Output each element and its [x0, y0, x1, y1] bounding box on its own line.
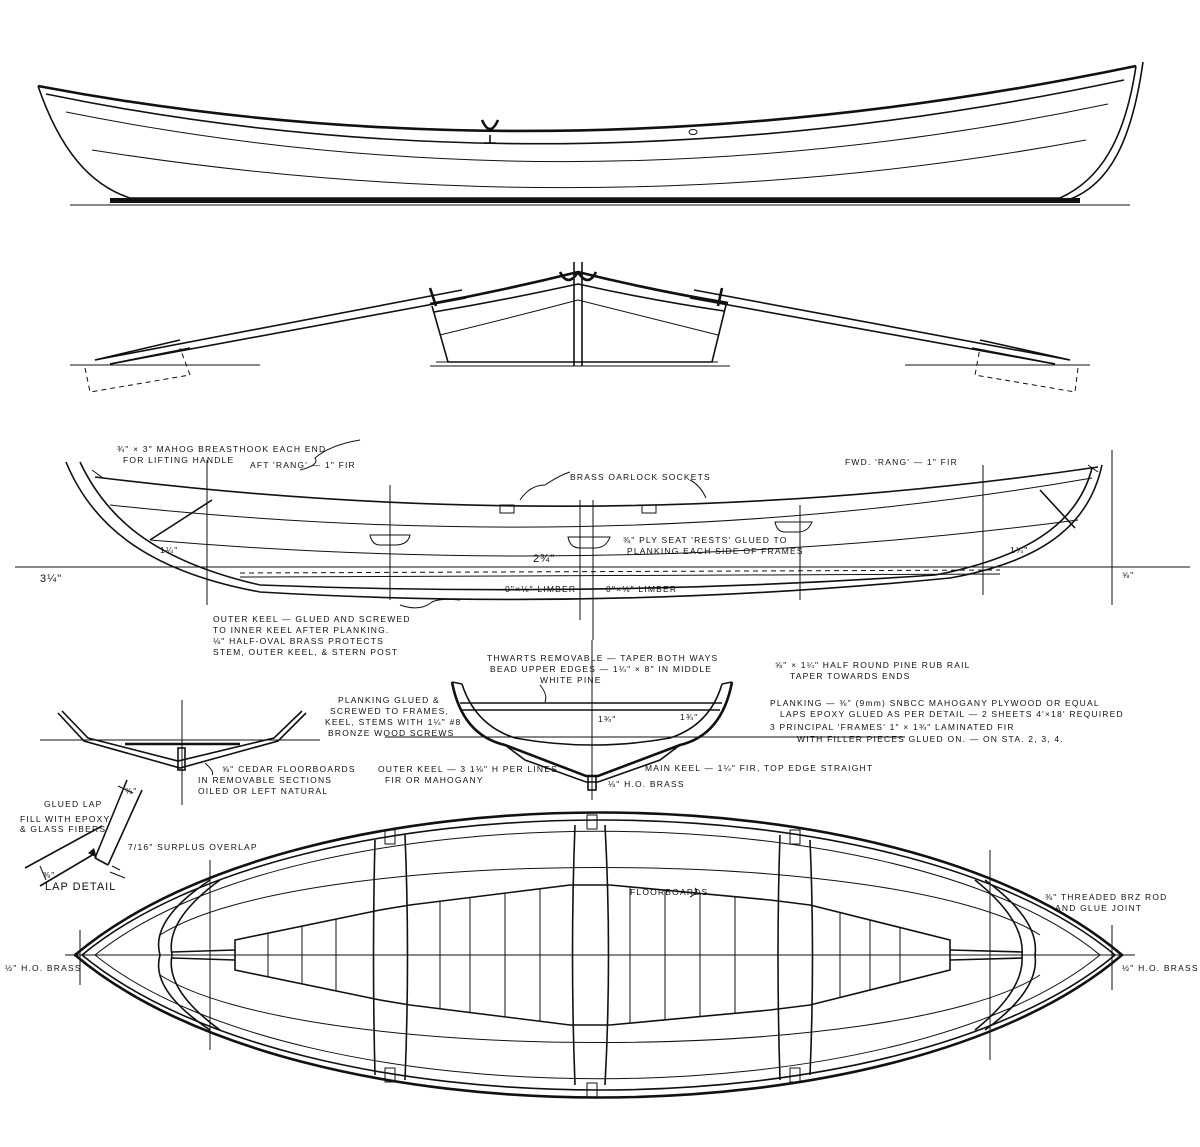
planking-label-2: LAPS EPOXY GLUED AS PER DETAIL — 2 SHEET… [780, 709, 1124, 719]
planking-label-1: PLANKING — ⅜" (9mm) SNBCC MAHOGANY PLYWO… [770, 698, 1100, 708]
rod-label-1: ⅜" THREADED BRZ ROD [1045, 892, 1167, 902]
waterline-shadow [110, 198, 1080, 203]
breasthook-label-1: ¾" × 3" MAHOG BREASTHOOK EACH END [117, 444, 326, 454]
right-oar [689, 289, 1071, 365]
oarlock-socket [688, 129, 698, 135]
seat-rest [567, 536, 611, 549]
oarlock-icon [480, 119, 500, 144]
outer-keel-label-2: TO INNER KEEL AFTER PLANKING. [213, 625, 390, 635]
seat-rests-label-2: PLANKING EACH SIDE OF FRAMES [627, 546, 804, 556]
planking-glued-label-4: BRONZE WOOD SCREWS [328, 728, 454, 738]
dim-fwd-rise: ⅝" [1122, 570, 1135, 580]
surplus-label: 7/16" SURPLUS OVERLAP [128, 842, 258, 852]
floorboards-label-1: ⅝" CEDAR FLOORBOARDS [222, 764, 356, 774]
fwd-rang-label: FWD. 'RANG' — 1" FIR [845, 457, 958, 467]
midship-section [385, 640, 905, 800]
aft-breasthook [157, 879, 211, 1031]
seat-rest [369, 534, 411, 546]
outer-keel [587, 775, 597, 791]
sheer-line [37, 64, 1137, 133]
floor-section [40, 700, 320, 805]
floorboards-label-3: OILED OR LEFT NATURAL [198, 786, 328, 796]
seat-rests-label-1: ⅜" PLY SEAT 'RESTS' GLUED TO [623, 535, 788, 545]
oarlock-socket [641, 504, 657, 514]
thwarts-label-1: THWARTS REMOVABLE — TAPER BOTH WAYS [487, 653, 718, 663]
outer-stem-keel [65, 461, 951, 601]
fwd-breasthook [984, 879, 1037, 1031]
fill-label-2: & GLASS FIBERS [20, 824, 106, 834]
rub-rail-label-2: TAPER TOWARDS ENDS [790, 671, 910, 681]
fwd-rang [1039, 489, 1076, 529]
sheer [94, 466, 1099, 507]
aft-brass-label: ½" H.O. BRASS [5, 963, 82, 973]
main-keel-label: MAIN KEEL — 1¼" FIR, TOP EDGE STRAIGHT [645, 763, 873, 773]
thwart-fwd [777, 834, 814, 1081]
aft-rang-label: AFT 'RANG' — 1" FIR [250, 460, 356, 470]
left-oar [94, 289, 467, 365]
thwarts-label-3: WHITE PINE [540, 675, 602, 685]
thwart-aft [372, 834, 409, 1081]
breasthook [1087, 464, 1099, 473]
planking-glued-label-2: SCREWED TO FRAMES, [330, 706, 449, 716]
floorboards-label-2: IN REMOVABLE SECTIONS [198, 775, 332, 785]
fwd-stem [949, 464, 1103, 579]
glued-lap-label: GLUED LAP [44, 799, 103, 809]
rod-label-2: AND GLUE JOINT [1055, 903, 1142, 913]
outer-keel-label-3: ⅛" HALF-OVAL BRASS PROTECTS [213, 636, 384, 646]
fill-label-1: FILL WITH EPOXY [20, 814, 110, 824]
floorboards [234, 884, 951, 1026]
oarlock-icon [558, 271, 598, 282]
dim-upper: ⅜" [125, 786, 138, 796]
breasthook [91, 469, 104, 479]
stem [1059, 65, 1137, 199]
left-oarlock [428, 287, 438, 307]
dim-fwd-stem: 1¼" [1010, 545, 1028, 555]
floorboard-seams [267, 887, 901, 1023]
frames-label-1: 3 PRINCIPAL 'FRAMES' 1" × 1¾" LAMINATED … [770, 722, 1015, 732]
thwarts-label-2: BEAD UPPER EDGES — 1¼" × 8" IN MIDDLE [490, 664, 712, 674]
outer-keel-label-4: STEM, OUTER KEEL, & STERN POST [213, 647, 398, 657]
thwart [460, 702, 722, 711]
stem-post [573, 262, 583, 366]
fwd-brass-label: ½" H.O. BRASS [1122, 963, 1199, 973]
planking-glued-label-1: PLANKING GLUED & [338, 695, 440, 705]
dim-keel-depth: 2¾" [533, 553, 555, 565]
dim-lower: ⅜" [43, 870, 56, 880]
end-view [70, 262, 1090, 393]
dim-aft-rise: 3¼" [40, 573, 62, 585]
right-oarlock [716, 287, 724, 307]
profile-view [37, 61, 1144, 206]
ho-brass-label: ⅛" H.O. BRASS [608, 779, 685, 789]
rub-rail-label-1: ⅝" × 1¼" HALF ROUND PINE RUB RAIL [775, 660, 971, 670]
right-blade-underwater [974, 347, 1079, 393]
lap-detail-title: LAP DETAIL [45, 881, 116, 893]
stern-post [37, 85, 131, 199]
thwart-mid [571, 824, 610, 1086]
oarlock-sockets-label: BRASS OARLOCK SOCKETS [570, 472, 711, 482]
lap-detail [24, 779, 143, 887]
outer-keel-label-1: OUTER KEEL — GLUED AND SCREWED [213, 614, 411, 624]
planking-glued-label-3: KEEL, STEMS WITH 1¼" #8 [325, 717, 461, 727]
dim-frame: 1¾" [680, 712, 698, 722]
floorboards-label: FLOORBOARDS [630, 887, 708, 897]
aft-rang [149, 499, 213, 541]
lines-profile [15, 439, 1190, 640]
plan-view [65, 811, 1135, 1099]
oarlock-socket [499, 504, 515, 514]
dim-center: 1¾" [598, 714, 616, 724]
left-blade-underwater [84, 347, 191, 393]
outer-keel-label-1: OUTER KEEL — 3 1⅛" H PER LINES [378, 764, 558, 774]
seat-rest [774, 521, 813, 533]
frames-label-2: WITH FILLER PIECES GLUED ON. — ON STA. 2… [797, 734, 1064, 744]
limber-aft-label: 0"×⅛" LIMBER [505, 584, 576, 594]
breasthook-label-2: FOR LIFTING HANDLE [123, 455, 234, 465]
hull-section [431, 304, 727, 363]
limber-fwd-label: 0"×⅛" LIMBER [606, 584, 677, 594]
outer-keel-label-2: FIR OR MAHOGANY [385, 775, 484, 785]
dim-aft-stem: 1¼" [160, 545, 178, 555]
